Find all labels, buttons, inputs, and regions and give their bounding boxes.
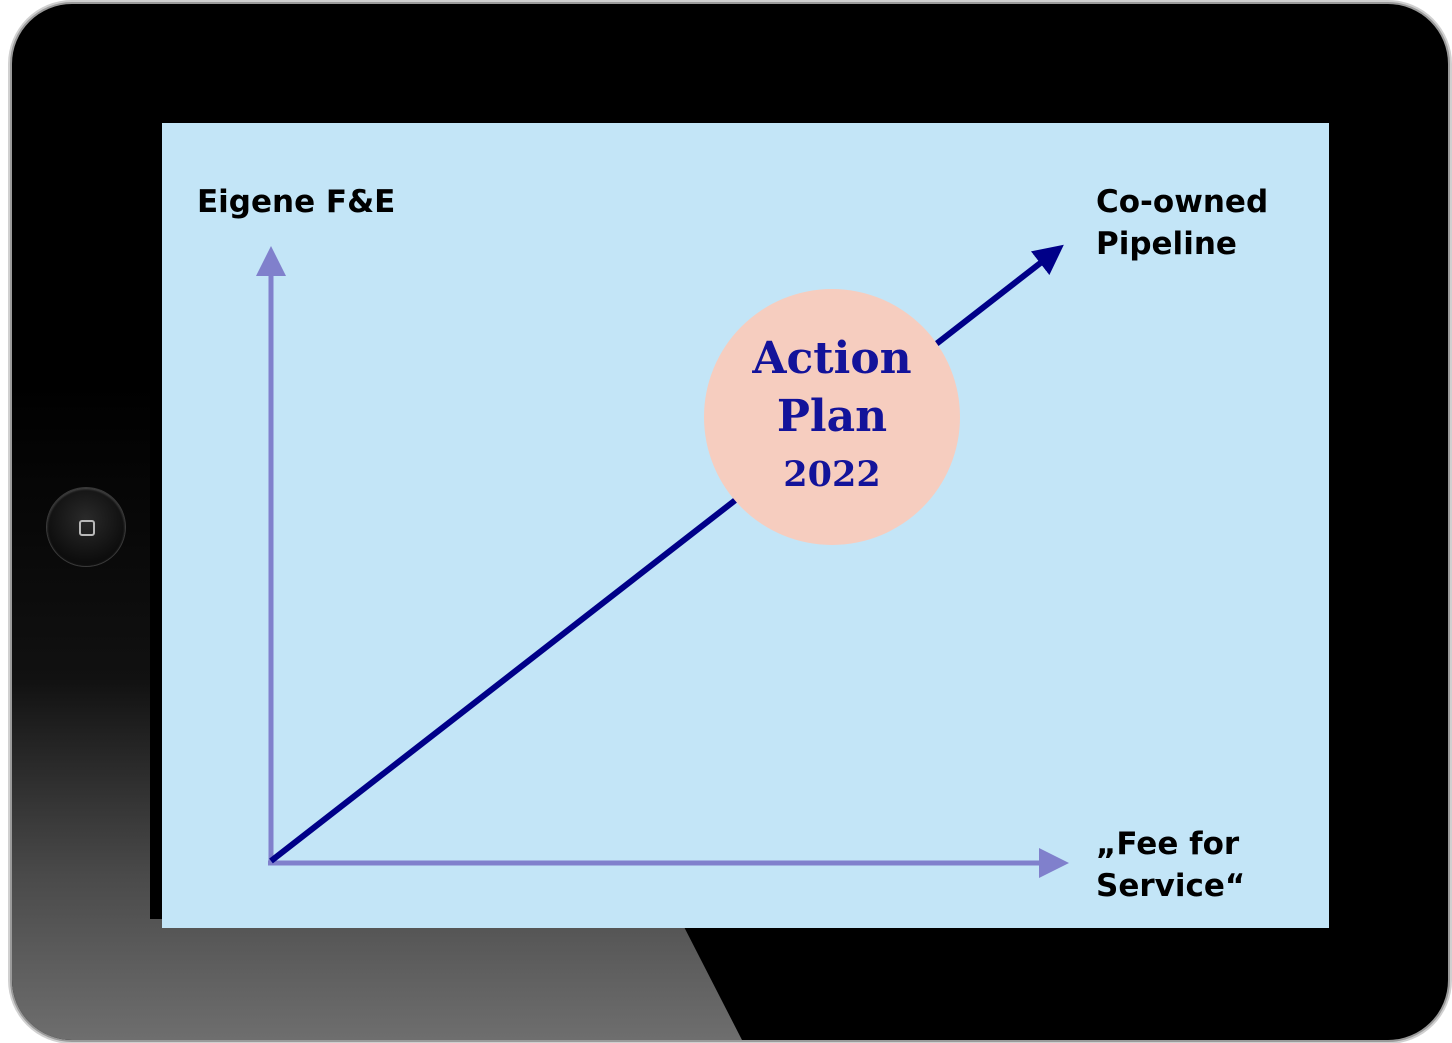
y-axis-label: Eigene F&E	[197, 184, 396, 220]
circle-line-plan: Plan	[776, 391, 888, 442]
home-square-icon	[79, 520, 95, 536]
tablet-frame: Eigene F&E Co-owned Pipeline „Fee for Se…	[12, 4, 1448, 1040]
circle-line-action: Action	[752, 333, 912, 384]
screen: Eigene F&E Co-owned Pipeline „Fee for Se…	[162, 123, 1329, 928]
x-axis-label: „Fee for Service“	[1096, 826, 1246, 904]
diagonal-label: Co-owned Pipeline	[1096, 184, 1269, 262]
action-plan-circle: Action Plan 2022	[704, 289, 960, 545]
home-button[interactable]	[47, 488, 125, 566]
bezel-reflection	[12, 384, 742, 1040]
circle-line-year: 2022	[783, 454, 881, 495]
